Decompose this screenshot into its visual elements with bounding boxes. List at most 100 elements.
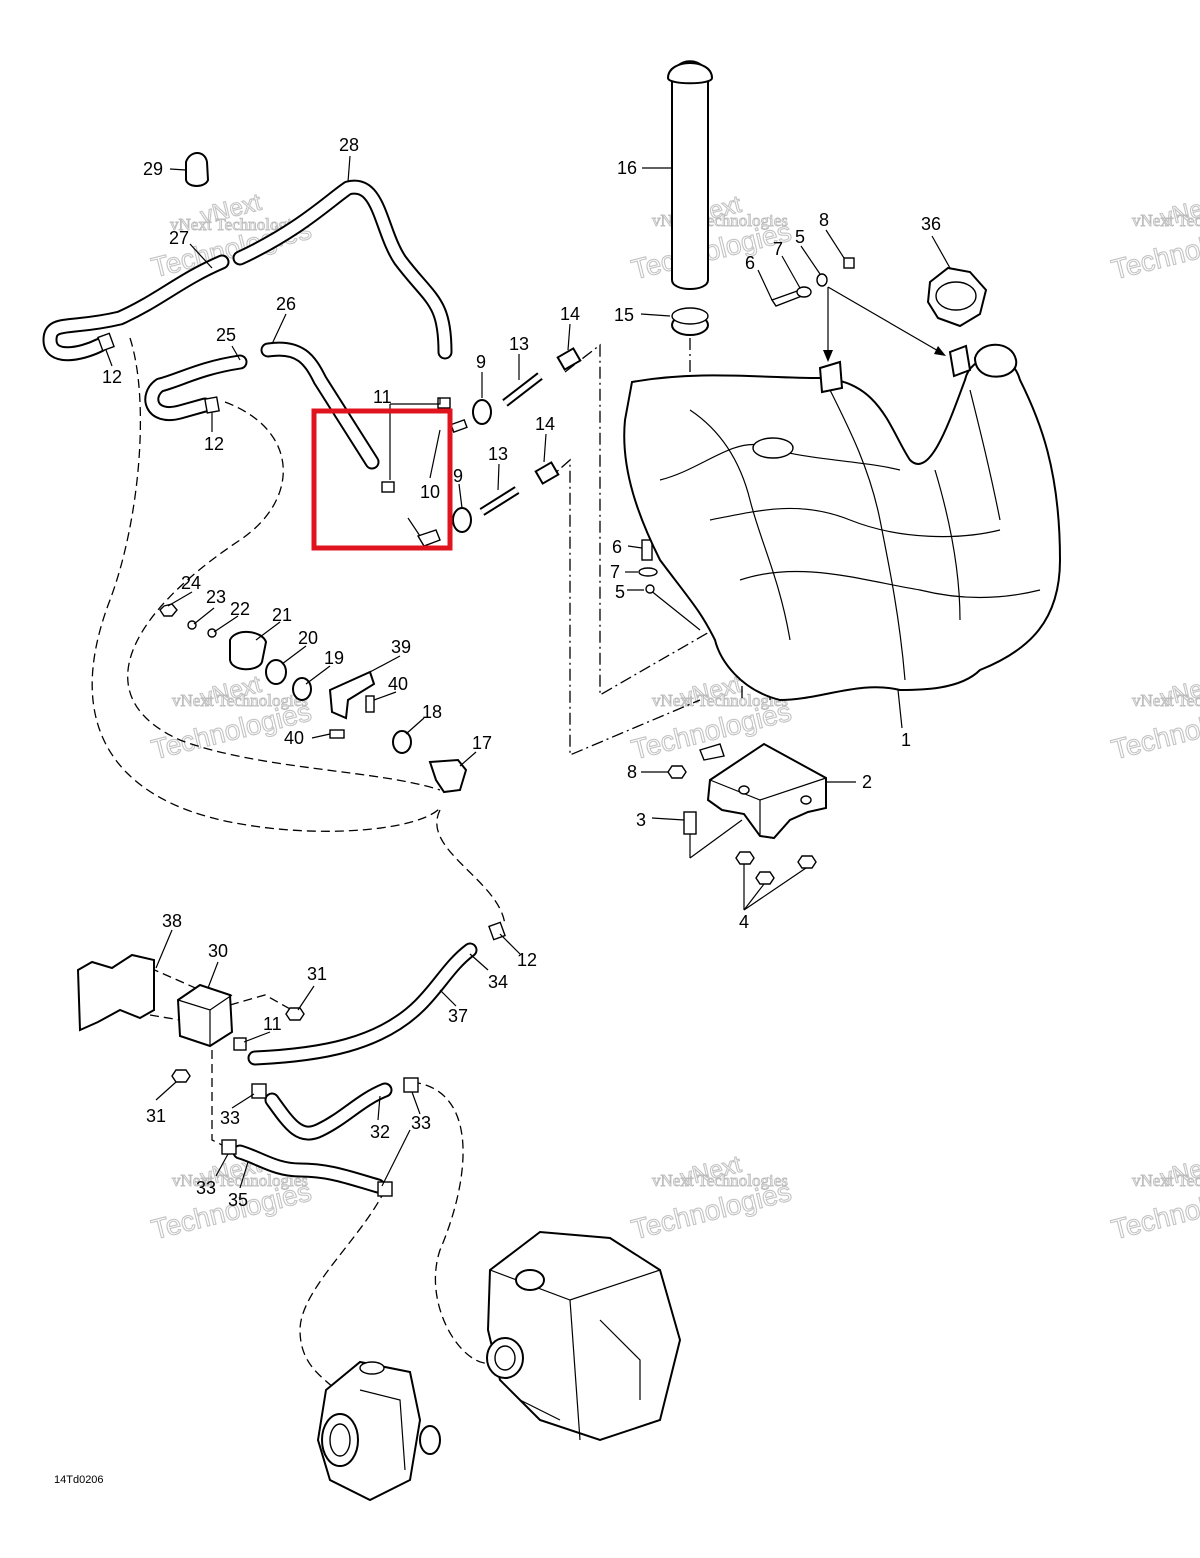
- watermark: vNext Technologies: [1108, 670, 1200, 766]
- callout-9-lower: 9: [453, 466, 463, 486]
- fuel-tank-1: [623, 343, 1062, 702]
- pump-mount-line: [229, 994, 293, 1011]
- washer-22: [207, 628, 217, 638]
- callout-19: 19: [324, 648, 344, 668]
- highlight-box: [311, 408, 453, 551]
- bracket-2: [699, 742, 827, 840]
- callout-12-left: 12: [102, 367, 122, 387]
- callout-12-mid: 12: [204, 434, 224, 454]
- callout-1: 1: [901, 730, 911, 750]
- callout-8-top: 8: [819, 210, 829, 230]
- callout-labels: 1 2 3 4 5 5 6 6 7 7 8 8 9 9 10 11 11 12 …: [102, 135, 941, 1210]
- fitting-10: [416, 529, 441, 547]
- callout-14-top: 14: [560, 304, 580, 324]
- callout-30: 30: [208, 941, 228, 961]
- tank-screw-line: [649, 589, 701, 631]
- callout-25: 25: [216, 325, 236, 345]
- callout-31-lower: 31: [146, 1106, 166, 1126]
- callout-37: 37: [448, 1006, 468, 1026]
- nut-31-a: [285, 1007, 305, 1021]
- callout-24: 24: [181, 573, 201, 593]
- callout-5-top: 5: [795, 227, 805, 247]
- fitting-11-pump: [233, 1037, 247, 1051]
- nut-31-b: [171, 1069, 191, 1083]
- mount-line-upper: [564, 343, 731, 697]
- hoses: [42, 179, 478, 1194]
- fuel-line-carb: [299, 1189, 386, 1396]
- callout-13-lower: 13: [488, 444, 508, 464]
- callout-9-top: 9: [476, 352, 486, 372]
- callout-34: 34: [488, 972, 508, 992]
- callout-31-top: 31: [307, 964, 327, 984]
- washer-18: [392, 730, 412, 754]
- vent-line-left: [91, 337, 441, 832]
- nut-8-lower: [667, 765, 687, 779]
- bracket-line: [149, 967, 201, 991]
- washer-20: [265, 659, 287, 685]
- nut-4-a: [735, 851, 755, 865]
- callout-23: 23: [206, 587, 226, 607]
- callout-26: 26: [276, 294, 296, 314]
- pump-line: [211, 1050, 233, 1151]
- clamp-33-b: [403, 1077, 419, 1093]
- vent-line-inner: [127, 401, 441, 791]
- callout-11-pump: 11: [263, 1014, 282, 1034]
- clamp-35: [377, 1181, 393, 1197]
- bolt-40-b: [329, 729, 345, 739]
- callout-40-b: 40: [284, 728, 304, 748]
- clamp-12-a: [97, 332, 115, 352]
- spacer-5: [816, 273, 828, 287]
- watermark-small: vNext Technologies: [652, 691, 788, 710]
- spacer-5-lower: [645, 584, 655, 594]
- engine: [486, 1230, 682, 1442]
- callout-33-c: 33: [196, 1178, 216, 1198]
- tee-17: [428, 758, 468, 794]
- callout-38: 38: [162, 911, 182, 931]
- nut-8: [843, 257, 855, 269]
- callout-14-lower: 14: [535, 414, 555, 434]
- callout-12-lower: 12: [517, 950, 537, 970]
- fitting-10-top: [450, 418, 468, 434]
- bolt-40-a: [365, 695, 375, 713]
- bolt-3: [683, 811, 697, 835]
- callout-27: 27: [169, 228, 189, 248]
- fitting-11-top: [437, 397, 451, 409]
- sleeve-14-b: [534, 461, 560, 485]
- clamp-12-b: [204, 396, 220, 414]
- watermarks: vNext Technologies vNext Technologies vN…: [148, 188, 1200, 1246]
- callout-8-lower: 8: [627, 762, 637, 782]
- watermark-small: vNext Technologies: [172, 691, 308, 710]
- callout-39: 39: [391, 637, 411, 657]
- callout-17: 17: [472, 733, 492, 753]
- sleeve-14-a: [556, 347, 582, 371]
- fuel-pump-30: [76, 953, 419, 1197]
- watermark-small: vNext Technologies: [1132, 1171, 1200, 1190]
- callout-36: 36: [921, 214, 941, 234]
- clamp-33-a: [251, 1083, 267, 1099]
- callout-11-top: 11: [373, 387, 392, 407]
- clip-29: [185, 152, 210, 187]
- watermark: vNext Technologies: [148, 670, 315, 766]
- callout-10: 10: [420, 482, 440, 502]
- figure-code: 14Td0206: [54, 1474, 104, 1486]
- filler-tube-16: [671, 60, 709, 290]
- watermark-small: vNext Technologies: [1132, 211, 1200, 230]
- fitting-11: [381, 481, 395, 493]
- callout-33-a: 33: [220, 1108, 240, 1128]
- washer-7: [796, 286, 812, 298]
- small-parts: [97, 60, 988, 941]
- callout-33-b: 33: [411, 1113, 431, 1133]
- bracket-line-2: [149, 1014, 181, 1021]
- mount-line-lower: [544, 458, 701, 756]
- callout-16: 16: [617, 158, 637, 178]
- tank-neck: [973, 343, 1018, 378]
- vent-line-lower: [436, 809, 506, 926]
- clamp-33-c: [221, 1139, 237, 1155]
- callout-13-top: 13: [509, 334, 529, 354]
- callout-32: 32: [370, 1122, 390, 1142]
- grommet-9-a: [472, 399, 492, 425]
- callout-20: 20: [298, 628, 318, 648]
- watermark: vNext Technologies: [1108, 190, 1200, 286]
- callout-3: 3: [636, 810, 646, 830]
